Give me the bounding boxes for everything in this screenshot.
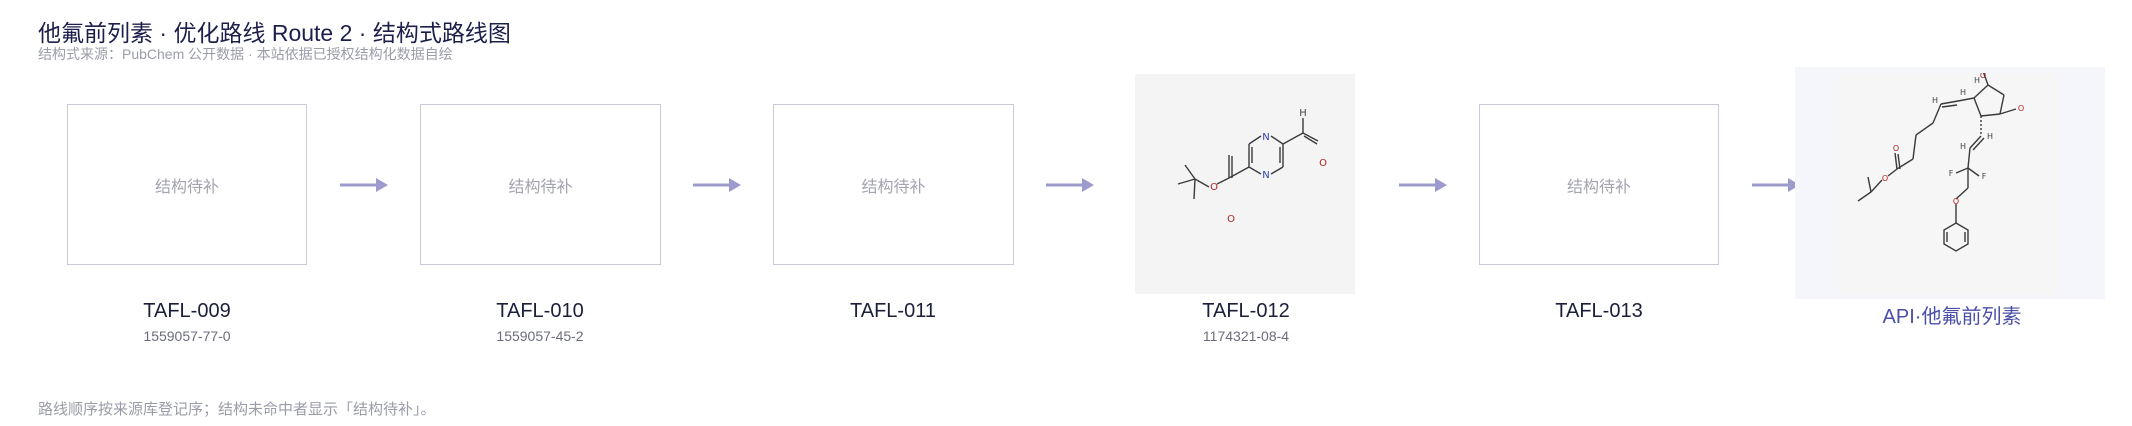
- arrow-right-icon: [1399, 178, 1447, 192]
- atom-label: H: [1987, 132, 1993, 141]
- atom-label: O: [1227, 214, 1235, 225]
- compound-code-tafl-013: TAFL-013: [1555, 300, 1643, 322]
- atom-label: H: [1974, 76, 1980, 85]
- atom-label: O: [1893, 144, 1899, 153]
- compound-code-tafl-012: TAFL-012: [1202, 300, 1290, 322]
- cas-number-tafl-009: 1559057-77-0: [143, 328, 231, 344]
- page-title: 他氟前列素 · 优化路线 Route 2 · 结构式路线图: [38, 20, 511, 46]
- compound-code-tafl-011: TAFL-011: [850, 300, 936, 322]
- arrow-right-icon: [693, 178, 741, 192]
- molecule-structure-tafl-012: O O N N H O: [1177, 108, 1327, 225]
- arrow-right-icon: [1752, 178, 1800, 192]
- placeholder-label: 结构待补: [508, 178, 573, 196]
- arrow-right-icon: [1046, 178, 1094, 192]
- structure-placeholder-tafl-009: 结构待补: [67, 104, 307, 265]
- atom-label: F: [1949, 169, 1954, 178]
- atom-label: O: [2018, 104, 2024, 113]
- arrow-right-icon: [340, 178, 388, 192]
- atom-label: O: [1953, 197, 1959, 206]
- placeholder-label: 结构待补: [861, 178, 926, 196]
- atom-label: O: [1980, 73, 1986, 80]
- atom-label: H: [1932, 96, 1938, 105]
- atom-label: O: [1210, 182, 1218, 193]
- footnote: 路线顺序按来源库登记序；结构未命中者显示「结构待补」。: [38, 401, 436, 418]
- atom-label: N: [1262, 132, 1269, 143]
- structure-image-api: O O O O O H H H H H F F: [1838, 70, 2060, 295]
- placeholder-label: 结构待补: [154, 178, 219, 196]
- atom-label: H: [1960, 142, 1966, 151]
- atom-label: F: [1982, 172, 1987, 181]
- atom-label: O: [1882, 174, 1888, 183]
- api-highlight-panel: O O O O O H H H H H F F: [1795, 67, 2105, 299]
- cas-number-tafl-012: 1174321-08-4: [1202, 328, 1290, 344]
- compound-code-tafl-010: TAFL-010: [496, 300, 584, 322]
- structure-placeholder-tafl-010: 结构待补: [420, 104, 661, 265]
- atom-label: N: [1262, 170, 1269, 181]
- structure-placeholder-tafl-013: 结构待补: [1479, 104, 1719, 265]
- compound-code-api: API·他氟前列素: [1882, 306, 2022, 328]
- atom-label: H: [1960, 88, 1966, 97]
- page-subtitle: 结构式来源：PubChem 公开数据 · 本站依据已授权结构化数据自绘: [38, 46, 453, 62]
- atom-label: H: [1299, 108, 1307, 119]
- structure-image-tafl-012: O O N N H O: [1135, 74, 1355, 294]
- atom-label: O: [1319, 158, 1327, 169]
- compound-code-tafl-009: TAFL-009: [143, 300, 231, 322]
- molecule-structure-api: O O O O O H H H H H F F: [1857, 70, 2024, 252]
- placeholder-label: 结构待补: [1566, 178, 1631, 196]
- cas-number-tafl-010: 1559057-45-2: [496, 328, 584, 344]
- structure-placeholder-tafl-011: 结构待补: [773, 104, 1014, 265]
